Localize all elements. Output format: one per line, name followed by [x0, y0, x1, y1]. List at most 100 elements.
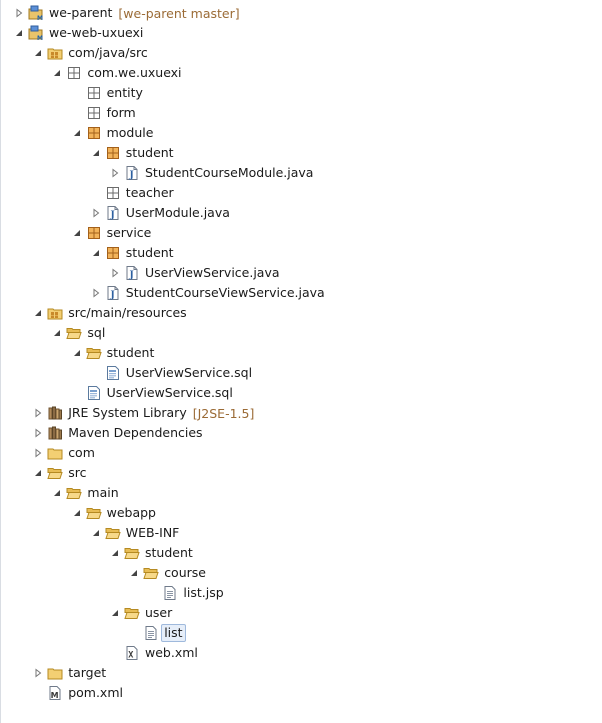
tree-node-label: UserViewService.java [145, 265, 280, 280]
arrow-spacer [147, 583, 159, 603]
tree-node-package-service[interactable]: service [1, 223, 602, 243]
tree-node-folder-webapp[interactable]: webapp [1, 503, 602, 523]
tree-node-package-teacher[interactable]: teacher [1, 183, 602, 203]
tree-node-label: list.jsp [183, 585, 224, 600]
project-icon: M [28, 5, 44, 21]
tree-node-folder-main[interactable]: main [1, 483, 602, 503]
tree-node-source-folder-resources[interactable]: src/main/resources [1, 303, 592, 323]
arrow-spacer [128, 623, 140, 643]
expand-arrow-icon[interactable] [32, 43, 44, 63]
expand-arrow-icon[interactable] [71, 123, 83, 143]
tree-node-label: entity [106, 85, 143, 100]
tree-node-folder-web-inf-student[interactable]: student [1, 543, 602, 563]
tree-node-file-userviewservice-java[interactable]: J UserViewService.java [1, 263, 602, 283]
collapse-arrow-icon[interactable] [32, 443, 44, 463]
tree-node-label: UserModule.java [125, 205, 230, 220]
tree-node-folder-user[interactable]: user [1, 603, 602, 623]
collapse-arrow-icon[interactable] [90, 203, 102, 223]
java-file-icon: J [124, 165, 140, 181]
tree-node-source-folder-com-java-src[interactable]: com/java/src [1, 43, 592, 63]
node-decoration: [we-parent master] [118, 5, 240, 21]
tree-node-file-list[interactable]: list [1, 623, 602, 643]
expand-arrow-icon[interactable] [128, 563, 140, 583]
collapse-arrow-icon[interactable] [32, 663, 44, 683]
package-icon [105, 185, 121, 201]
tree-node-folder-com[interactable]: com [1, 443, 592, 463]
expand-arrow-icon[interactable] [13, 23, 25, 43]
tree-node-label: JRE System Library [68, 405, 187, 420]
arrow-spacer [71, 83, 83, 103]
expand-arrow-icon[interactable] [71, 343, 83, 363]
tree-node-label: UserViewService.sql [106, 385, 233, 400]
xml-file-icon: X [124, 645, 140, 661]
tree-node-label: pom.xml [68, 685, 123, 700]
collapse-arrow-icon[interactable] [109, 163, 121, 183]
tree-node-label: student [125, 145, 174, 160]
tree-node-folder-sql[interactable]: sql [1, 323, 602, 343]
tree-node-maven-dependencies[interactable]: Maven Dependencies [1, 423, 592, 443]
tree-node-label: WEB-INF [125, 525, 180, 540]
collapse-arrow-icon[interactable] [13, 3, 25, 23]
arrow-spacer [109, 643, 121, 663]
tree-node-folder-src[interactable]: src [1, 463, 592, 483]
tree-node-label: com/java/src [68, 45, 148, 60]
expand-arrow-icon[interactable] [71, 503, 83, 523]
collapse-arrow-icon[interactable] [32, 423, 44, 443]
tree-node-file-userviewservice-sql[interactable]: UserViewService.sql [1, 383, 602, 403]
expand-arrow-icon[interactable] [32, 463, 44, 483]
tree-node-package-form[interactable]: form [1, 103, 602, 123]
tree-node-label: com.we.uxuexi [87, 65, 182, 80]
folder-open-icon [124, 545, 140, 561]
tree-node-package-entity[interactable]: entity [1, 83, 602, 103]
tree-node-package-module-student[interactable]: student [1, 143, 602, 163]
expand-arrow-icon[interactable] [51, 323, 63, 343]
tree-node-file-userviewservice-sql-student[interactable]: UserViewService.sql [1, 363, 602, 383]
expand-arrow-icon[interactable] [90, 523, 102, 543]
source-folder-icon [47, 45, 63, 61]
tree-node-folder-course[interactable]: course [1, 563, 602, 583]
expand-arrow-icon[interactable] [51, 483, 63, 503]
collapse-arrow-icon[interactable] [32, 403, 44, 423]
tree-node-folder-sql-student[interactable]: student [1, 343, 602, 363]
arrow-spacer [32, 683, 44, 703]
node-decoration: [J2SE-1.5] [192, 405, 255, 421]
java-file-icon: J [105, 205, 121, 221]
source-folder-icon [47, 305, 63, 321]
text-file-icon [162, 585, 178, 601]
tree-node-label: src/main/resources [68, 305, 187, 320]
tree-node-file-usermodule-java[interactable]: J UserModule.java [1, 203, 602, 223]
java-file-icon: J [124, 265, 140, 281]
tree-node-package-com-we-uxuexi[interactable]: com.we.uxuexi [1, 63, 602, 83]
svg-text:M: M [51, 691, 59, 700]
expand-arrow-icon[interactable] [90, 143, 102, 163]
package-filled-icon [105, 145, 121, 161]
tree-node-file-list-jsp[interactable]: list.jsp [1, 583, 602, 603]
tree-node-jre-system-library[interactable]: JRE System Library [J2SE-1.5] [1, 403, 592, 423]
expand-arrow-icon[interactable] [32, 303, 44, 323]
svg-text:J: J [129, 271, 134, 281]
tree-node-package-module[interactable]: module [1, 123, 602, 143]
tree-node-label: web.xml [145, 645, 198, 660]
tree-node-folder-web-inf[interactable]: WEB-INF [1, 523, 602, 543]
text-file-icon [143, 625, 159, 641]
expand-arrow-icon[interactable] [109, 543, 121, 563]
tree-node-label: we-web-uxuexi [49, 25, 144, 40]
expand-arrow-icon[interactable] [90, 243, 102, 263]
tree-node-package-service-student[interactable]: student [1, 243, 602, 263]
tree-node-label: target [68, 665, 107, 680]
collapse-arrow-icon[interactable] [90, 283, 102, 303]
tree-node-label: course [164, 565, 206, 580]
expand-arrow-icon[interactable] [51, 63, 63, 83]
folder-icon [47, 445, 63, 461]
tree-node-folder-target[interactable]: target [1, 663, 592, 683]
collapse-arrow-icon[interactable] [109, 263, 121, 283]
package-icon [66, 65, 82, 81]
expand-arrow-icon[interactable] [109, 603, 121, 623]
expand-arrow-icon[interactable] [71, 223, 83, 243]
